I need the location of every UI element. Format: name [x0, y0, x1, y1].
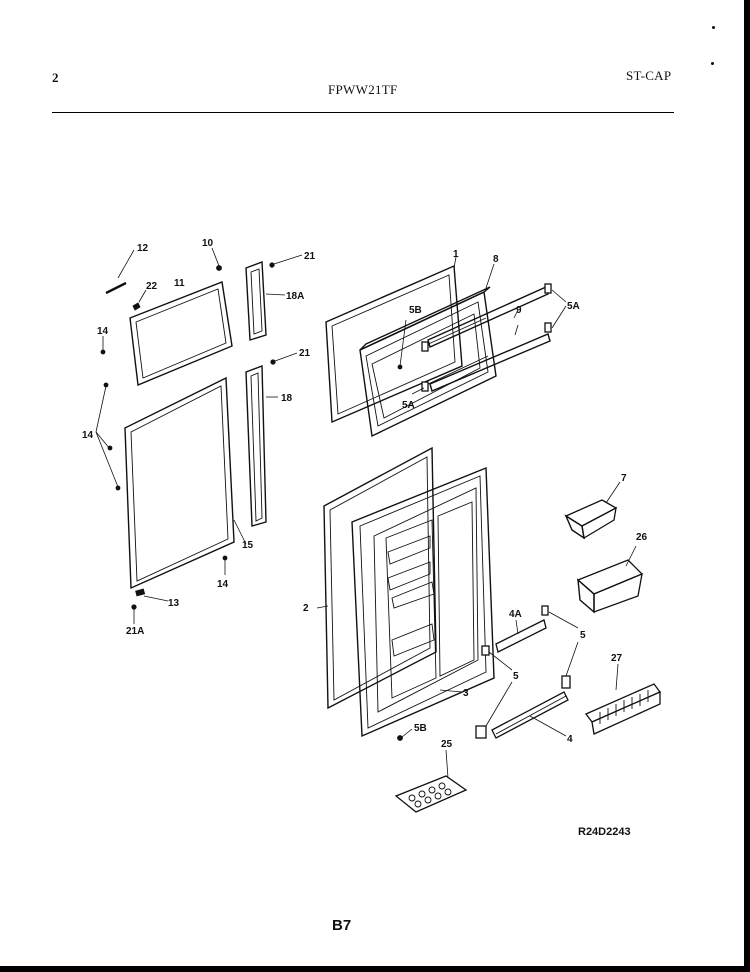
label-9: 9 — [516, 305, 522, 316]
header-rule — [52, 112, 674, 113]
fresh-food-door-gasket — [124, 376, 235, 590]
freezer-door-liner — [359, 256, 497, 438]
shelf-clips-5a — [399, 283, 567, 395]
ice-cube-tray-25 — [394, 749, 468, 813]
freezer-door-shelf-rails — [427, 263, 551, 392]
scan-mark — [712, 26, 715, 29]
label-21-middle: 21 — [299, 348, 311, 359]
label-4a: 4A — [509, 609, 522, 620]
freezer-door-gasket — [129, 281, 233, 387]
scan-mark — [711, 62, 714, 65]
leader-15 — [233, 519, 247, 545]
label-15: 15 — [242, 540, 254, 551]
label-5-lower: 5 — [513, 671, 519, 682]
leader-2 — [316, 605, 329, 609]
section-code: ST-CAP — [626, 68, 672, 83]
upper-door-handle — [245, 261, 286, 341]
model-number: FPWW21TF — [328, 82, 398, 97]
label-5b-lower: 5B — [414, 723, 427, 734]
label-3: 3 — [463, 688, 469, 699]
screw-21-middle — [270, 352, 298, 365]
label-26: 26 — [636, 532, 648, 543]
part-22-clip — [132, 289, 147, 311]
freezer-door-outer-gasket — [325, 264, 463, 424]
screw-21-top — [269, 254, 303, 268]
part-10-screw — [211, 247, 222, 271]
door-bin-26 — [576, 545, 644, 614]
label-13: 13 — [168, 598, 180, 609]
drawing-reference: R24D2243 — [578, 826, 631, 838]
fresh-food-door-liner — [351, 466, 495, 741]
label-10: 10 — [202, 238, 214, 249]
label-25: 25 — [441, 739, 453, 750]
label-18a: 18A — [286, 291, 304, 302]
label-4: 4 — [567, 734, 573, 745]
label-18: 18 — [281, 393, 293, 404]
label-14-c: 14 — [217, 579, 229, 590]
label-2: 2 — [303, 603, 309, 614]
label-5a-right: 5A — [567, 301, 580, 312]
label-27: 27 — [611, 653, 623, 664]
egg-tray-27 — [584, 663, 662, 735]
label-22: 22 — [146, 281, 158, 292]
lower-door-handle — [245, 364, 278, 527]
label-1: 1 — [453, 249, 459, 260]
label-7: 7 — [621, 473, 627, 484]
label-21a: 21A — [126, 626, 144, 637]
part-12-pin — [105, 249, 135, 295]
label-14-b: 14 — [82, 430, 94, 441]
dairy-bin-7 — [564, 481, 621, 540]
shelf-end-caps-5 — [475, 605, 579, 739]
footer-page-code: B7 — [332, 917, 352, 934]
label-14-a: 14 — [97, 326, 109, 337]
fresh-food-door-outer-gasket — [323, 446, 437, 710]
label-5b: 5B — [409, 305, 422, 316]
page-number: 2 — [52, 70, 59, 85]
part-14-fasteners — [95, 336, 228, 575]
door-shelf-4a — [495, 619, 547, 653]
label-8: 8 — [493, 254, 499, 265]
label-11: 11 — [174, 278, 185, 289]
label-5a-left: 5A — [402, 400, 415, 411]
door-shelf-4 — [491, 691, 569, 739]
label-12: 12 — [137, 243, 149, 254]
label-21-top: 21 — [304, 251, 316, 262]
label-5-upper: 5 — [580, 630, 586, 641]
part-13-hinge-pin — [131, 588, 169, 624]
